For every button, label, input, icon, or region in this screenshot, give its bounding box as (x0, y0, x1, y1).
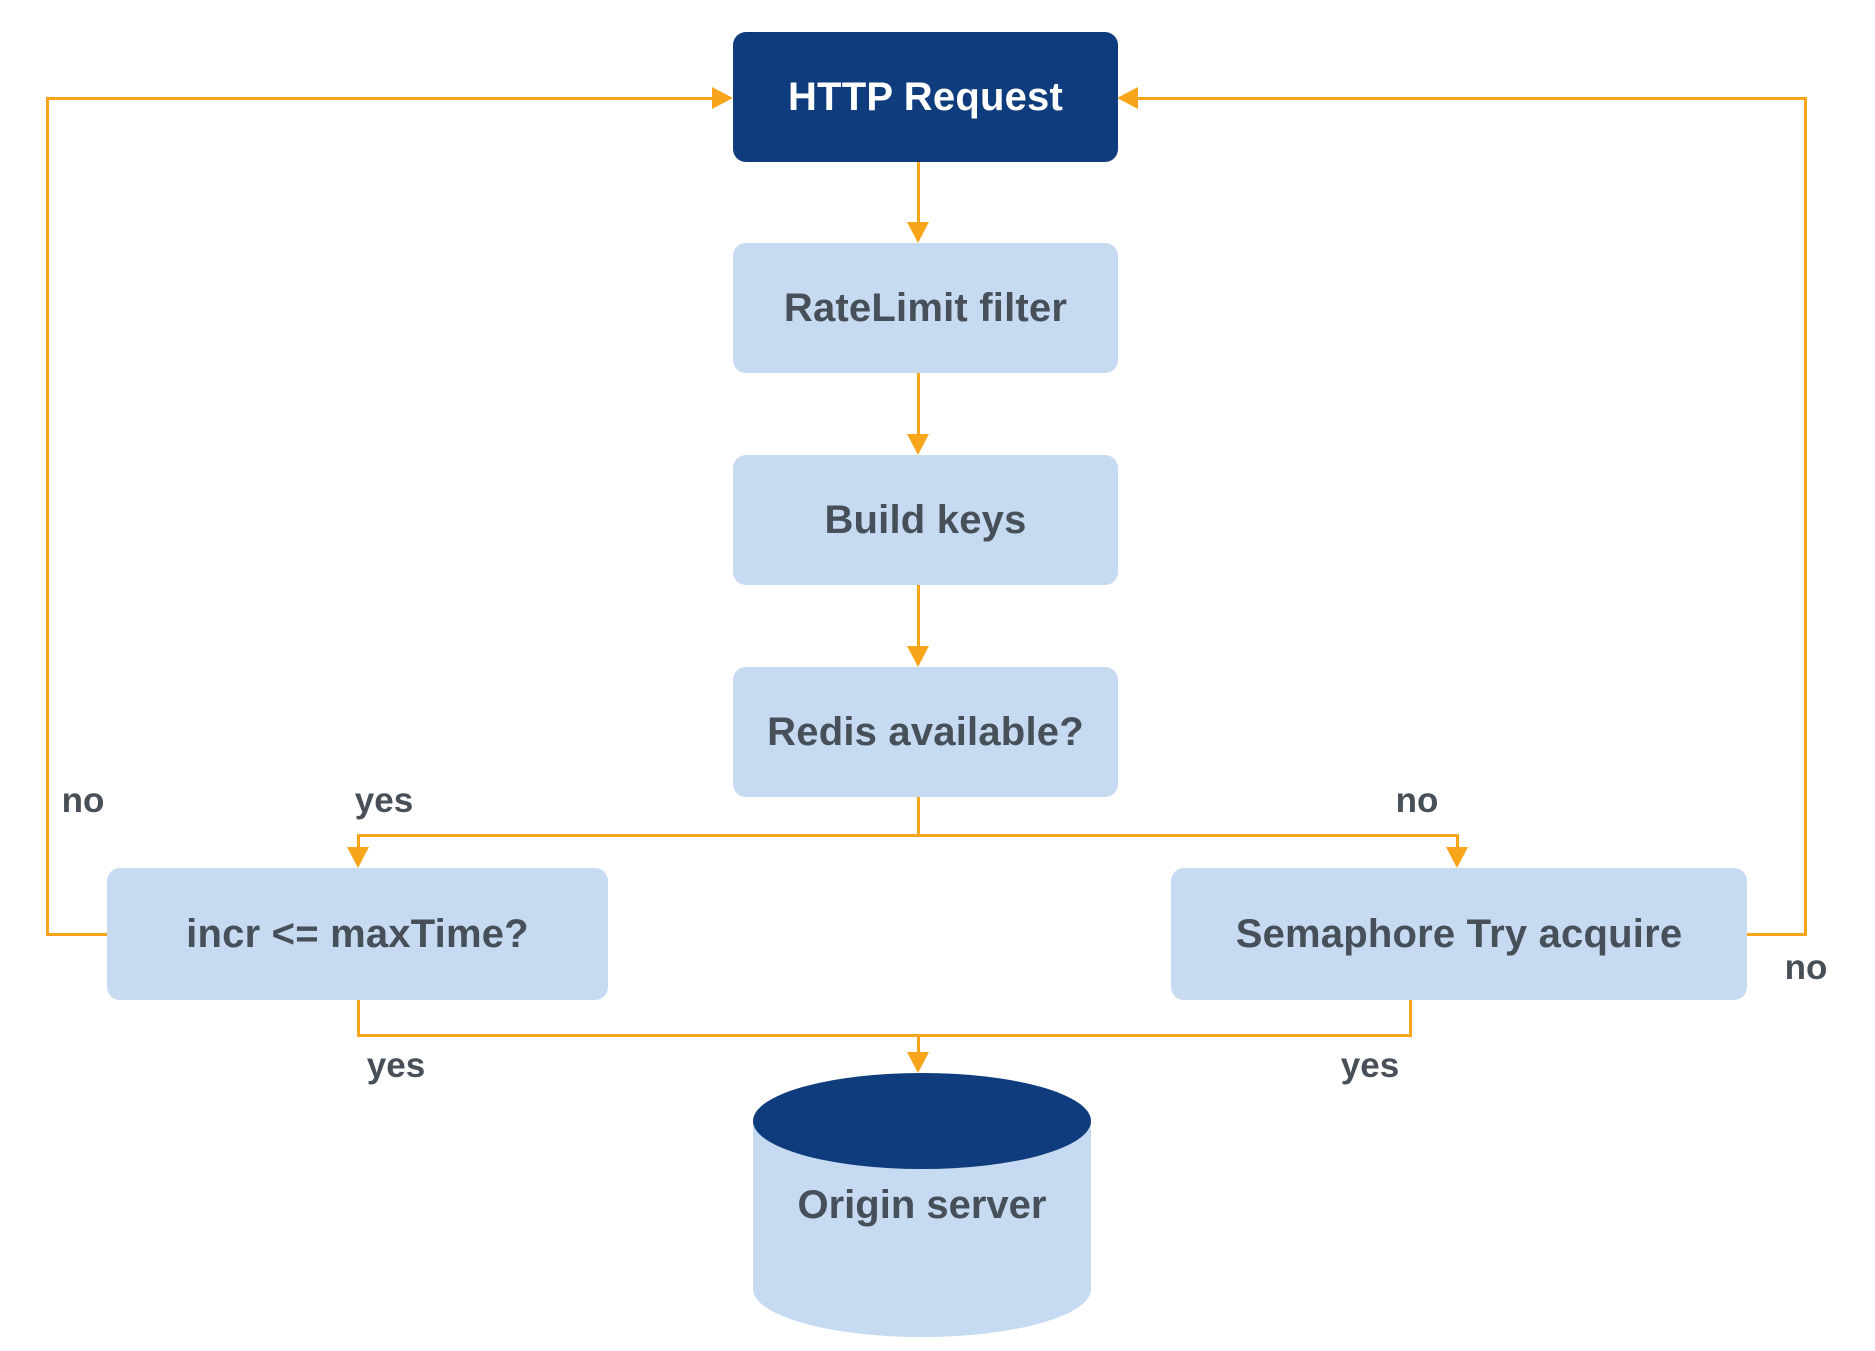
node-semaphore-try-acquire: Semaphore Try acquire (1171, 868, 1747, 1000)
node-label: RateLimit filter (783, 285, 1068, 330)
edge-incr-no-loop-vertical (45, 96, 49, 936)
edge-buildkeys-to-redis (916, 585, 920, 648)
cylinder-bottom-cap (753, 1241, 1091, 1337)
edge-incr-no-loop-top (47, 96, 713, 100)
node-label: Build keys (824, 497, 1027, 542)
node-redis-available: Redis available? (733, 667, 1118, 797)
node-label: Origin server (797, 1182, 1047, 1227)
edge-semaphore-no-loop-bottom (1747, 932, 1805, 936)
edge-merge-to-origin (916, 1035, 920, 1054)
edge-label-redis-yes: yes (354, 781, 414, 820)
edge-semaphore-yes-drop (1408, 1000, 1412, 1036)
arrowhead-into-http-left (712, 87, 733, 109)
edge-semaphore-no-loop-vertical (1803, 96, 1807, 936)
node-incr-maxtime: incr <= maxTime? (107, 868, 608, 1000)
edge-ratelimit-to-buildkeys (916, 373, 920, 436)
arrowhead-into-buildkeys (907, 434, 929, 455)
edge-redis-no-drop (1455, 835, 1459, 849)
node-label: Semaphore Try acquire (1235, 911, 1683, 956)
edge-incr-yes-drop (356, 1000, 360, 1036)
arrowhead-into-ratelimit (907, 222, 929, 243)
arrowhead-into-redis (907, 646, 929, 667)
arrowhead-into-http-right (1117, 87, 1138, 109)
node-ratelimit-filter: RateLimit filter (733, 243, 1118, 373)
edge-http-to-ratelimit (916, 162, 920, 224)
edge-label-semaphore-no: no (1784, 948, 1828, 987)
edge-label-incr-no: no (61, 781, 105, 820)
edge-redis-branch-stub (916, 797, 920, 836)
edge-redis-yes-drop (356, 835, 360, 849)
cylinder-top-cap (753, 1073, 1091, 1169)
node-http-request: HTTP Request (733, 32, 1118, 162)
edge-redis-branch-line (356, 833, 1459, 837)
arrowhead-into-incr (347, 847, 369, 868)
node-build-keys: Build keys (733, 455, 1118, 585)
edge-semaphore-no-loop-top (1138, 96, 1805, 100)
edge-label-incr-yes: yes (366, 1046, 426, 1085)
node-origin-server: Origin server (753, 1073, 1091, 1337)
edge-incr-no-loop-bottom (47, 932, 107, 936)
arrowhead-into-origin (907, 1052, 929, 1073)
node-label: incr <= maxTime? (186, 911, 529, 956)
arrowhead-into-semaphore (1446, 847, 1468, 868)
edge-label-semaphore-yes: yes (1340, 1046, 1400, 1085)
edge-yes-merge-line (356, 1033, 1412, 1037)
node-label: HTTP Request (787, 74, 1064, 119)
edge-label-redis-no: no (1395, 781, 1439, 820)
node-label: Redis available? (767, 709, 1084, 754)
